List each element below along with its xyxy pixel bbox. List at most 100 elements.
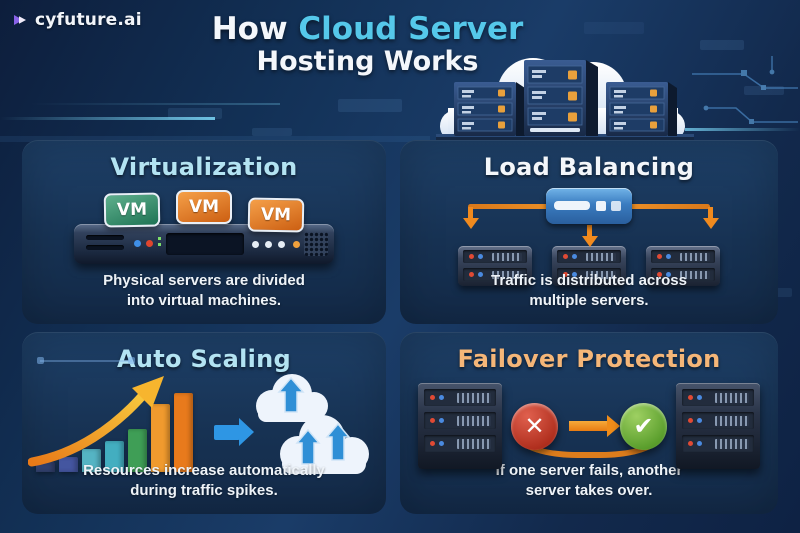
cloud-servers-illustration xyxy=(428,54,698,152)
vm-chip-row: VM VM VM xyxy=(22,190,386,233)
growth-arrow-icon xyxy=(28,376,164,467)
brand-name: cyfuture.ai xyxy=(35,10,142,30)
scaled-clouds xyxy=(250,374,372,474)
server-icon xyxy=(552,246,626,286)
decor-light-streak xyxy=(685,128,800,131)
decor-block xyxy=(584,22,644,34)
led-pixels xyxy=(158,237,161,240)
growth-bars-icon xyxy=(36,393,193,472)
vent-slot xyxy=(86,235,124,240)
vm-chip-icon: VM xyxy=(176,190,232,224)
down-arrow-icon xyxy=(702,207,719,229)
circuit-lines-icon xyxy=(692,56,798,124)
arrow-up-icon xyxy=(295,428,321,465)
arrow-up-icon xyxy=(277,376,305,413)
double-chevron-icon xyxy=(14,15,26,25)
decor-block xyxy=(252,128,292,136)
led-blue xyxy=(134,240,141,247)
rack-unit xyxy=(424,412,496,429)
title-line-1: How Cloud Server xyxy=(180,12,555,47)
panel-title: Virtualization xyxy=(110,153,298,181)
vm-label: VM xyxy=(116,199,148,221)
cloud-upscale-icon xyxy=(280,415,369,474)
failover-illustration: ✕ ✔ xyxy=(400,378,778,474)
panel-load-balancing: Load Balancing Traffic is distributed ac… xyxy=(400,140,778,324)
growth-chart xyxy=(28,376,204,472)
panel-title: Failover Protection xyxy=(457,345,721,373)
rack-unit xyxy=(682,389,754,406)
load-balancing-illustration xyxy=(400,188,778,288)
status-dot xyxy=(278,241,285,248)
rack-unit xyxy=(463,250,527,263)
vm-label: VM xyxy=(188,197,220,217)
growth-bar xyxy=(36,462,55,472)
growth-bar xyxy=(105,441,124,472)
cloud-upscale-icon xyxy=(256,374,328,422)
vm-label: VM xyxy=(260,204,292,226)
failover-arrow-icon xyxy=(569,415,620,437)
down-arrow-icon xyxy=(581,225,598,247)
decor-light-streak xyxy=(30,103,280,105)
virtualization-illustration: VM VM VM xyxy=(22,190,386,270)
title-line-2: Hosting Works xyxy=(256,45,479,77)
growth-bar xyxy=(128,429,147,472)
decor-block xyxy=(700,40,744,50)
speaker-grill xyxy=(304,232,328,256)
rack-unit xyxy=(424,435,496,452)
rack-unit xyxy=(682,435,754,452)
auto-scaling-illustration xyxy=(22,374,386,474)
growth-bar xyxy=(82,449,101,472)
rack-unit xyxy=(651,268,715,281)
panel-failover-protection: Failover Protection ✕ ✔ If one server fa… xyxy=(400,332,778,514)
rack-unit xyxy=(557,268,621,281)
rack-unit xyxy=(651,250,715,263)
rack-unit xyxy=(682,412,754,429)
brand-logo: cyfuture.ai xyxy=(12,10,142,30)
growth-bar xyxy=(174,393,193,472)
status-dot xyxy=(252,241,259,248)
server-icon xyxy=(646,246,720,286)
decor-block xyxy=(338,99,402,112)
rack-unit xyxy=(463,268,527,281)
rack-unit xyxy=(424,389,496,406)
decor-block xyxy=(168,108,222,119)
success-check-icon: ✔ xyxy=(620,402,667,450)
check-glyph: ✔ xyxy=(633,412,654,440)
rack-unit xyxy=(557,250,621,263)
decor-light-band xyxy=(0,136,430,142)
server-rack-icon xyxy=(418,383,502,469)
panel-auto-scaling: Auto Scaling xyxy=(22,332,386,514)
vm-chip-icon: VM xyxy=(103,192,161,228)
server-row xyxy=(400,246,778,286)
status-dot-orange xyxy=(293,241,300,248)
lb-indicator-square xyxy=(596,201,606,211)
load-balancer-icon xyxy=(546,188,632,224)
decor-light-streak xyxy=(0,117,215,120)
led-red xyxy=(146,240,153,247)
server-rack-icon xyxy=(676,383,760,469)
arrow-up-icon xyxy=(325,422,351,461)
lb-indicator-square xyxy=(611,201,621,211)
lb-indicator-bar xyxy=(554,201,590,210)
decor-node-line xyxy=(37,357,135,364)
title-prefix: How xyxy=(211,11,288,47)
panel-virtualization: Virtualization VM VM VM Physical se xyxy=(22,140,386,324)
status-dot xyxy=(265,241,272,248)
vm-chip-icon: VM xyxy=(247,197,305,233)
panel-title: Load Balancing xyxy=(483,153,695,181)
title-highlight: Cloud Server xyxy=(298,11,524,47)
down-arrow-icon xyxy=(462,207,479,229)
server-icon xyxy=(458,246,532,286)
decor-block xyxy=(744,86,784,95)
growth-bar xyxy=(59,457,78,472)
page-title: How Cloud Server Hosting Works xyxy=(180,12,555,77)
growth-bar xyxy=(151,404,170,472)
x-glyph: ✕ xyxy=(524,412,545,440)
panel-title: Auto Scaling xyxy=(116,345,291,373)
scale-right-arrow-icon xyxy=(214,418,254,446)
vent-slot xyxy=(86,245,124,250)
